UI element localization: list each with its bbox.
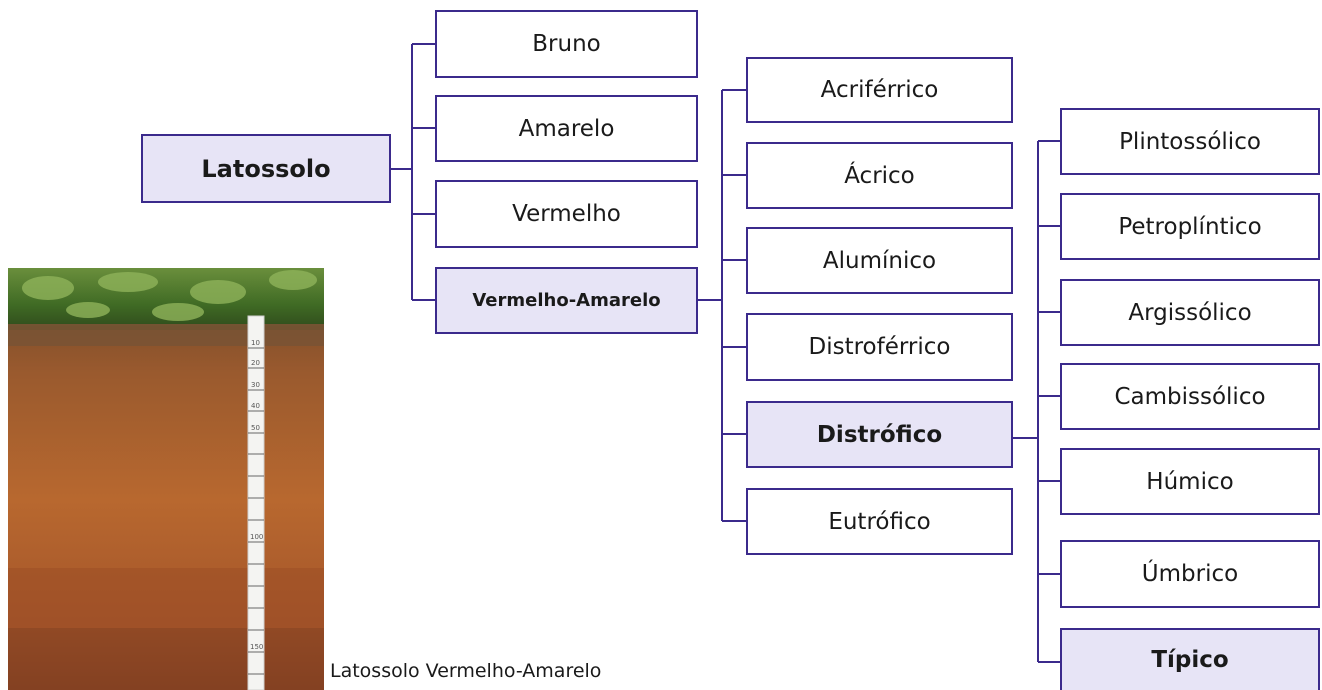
subgroup-node: Petroplíntico: [1060, 193, 1320, 260]
ruler-mark: 100: [250, 533, 263, 541]
great-group-node: Eutrófico: [746, 488, 1013, 555]
suborder-node-selected: Vermelho-Amarelo: [435, 267, 698, 334]
great-group-node-selected: Distrófico: [746, 401, 1013, 468]
soil-profile-photo: 10 20 30 40 50 100 150: [8, 268, 324, 690]
subgroup-node-selected: Típico: [1060, 628, 1320, 690]
ruler-mark: 10: [251, 339, 260, 347]
subgroup-node: Húmico: [1060, 448, 1320, 515]
root-node: Latossolo: [141, 134, 391, 203]
subgroup-node: Úmbrico: [1060, 540, 1320, 608]
ruler-mark: 50: [251, 424, 260, 432]
suborder-node: Vermelho: [435, 180, 698, 248]
subgroup-node: Argissólico: [1060, 279, 1320, 346]
subgroup-node: Plintossólico: [1060, 108, 1320, 175]
suborder-node: Bruno: [435, 10, 698, 78]
ruler-mark: 150: [250, 643, 263, 651]
great-group-node: Distroférrico: [746, 313, 1013, 381]
great-group-node: Acriférrico: [746, 57, 1013, 123]
photo-caption: Latossolo Vermelho-Amarelo: [330, 660, 602, 682]
ruler-mark: 20: [251, 359, 260, 367]
suborder-node: Amarelo: [435, 95, 698, 162]
great-group-node: Ácrico: [746, 142, 1013, 209]
soil-profile-illustration: 10 20 30 40 50 100 150: [8, 268, 324, 690]
ruler-mark: 40: [251, 402, 260, 410]
ruler-mark: 30: [251, 381, 260, 389]
great-group-node: Alumínico: [746, 227, 1013, 294]
subgroup-node: Cambissólico: [1060, 363, 1320, 430]
